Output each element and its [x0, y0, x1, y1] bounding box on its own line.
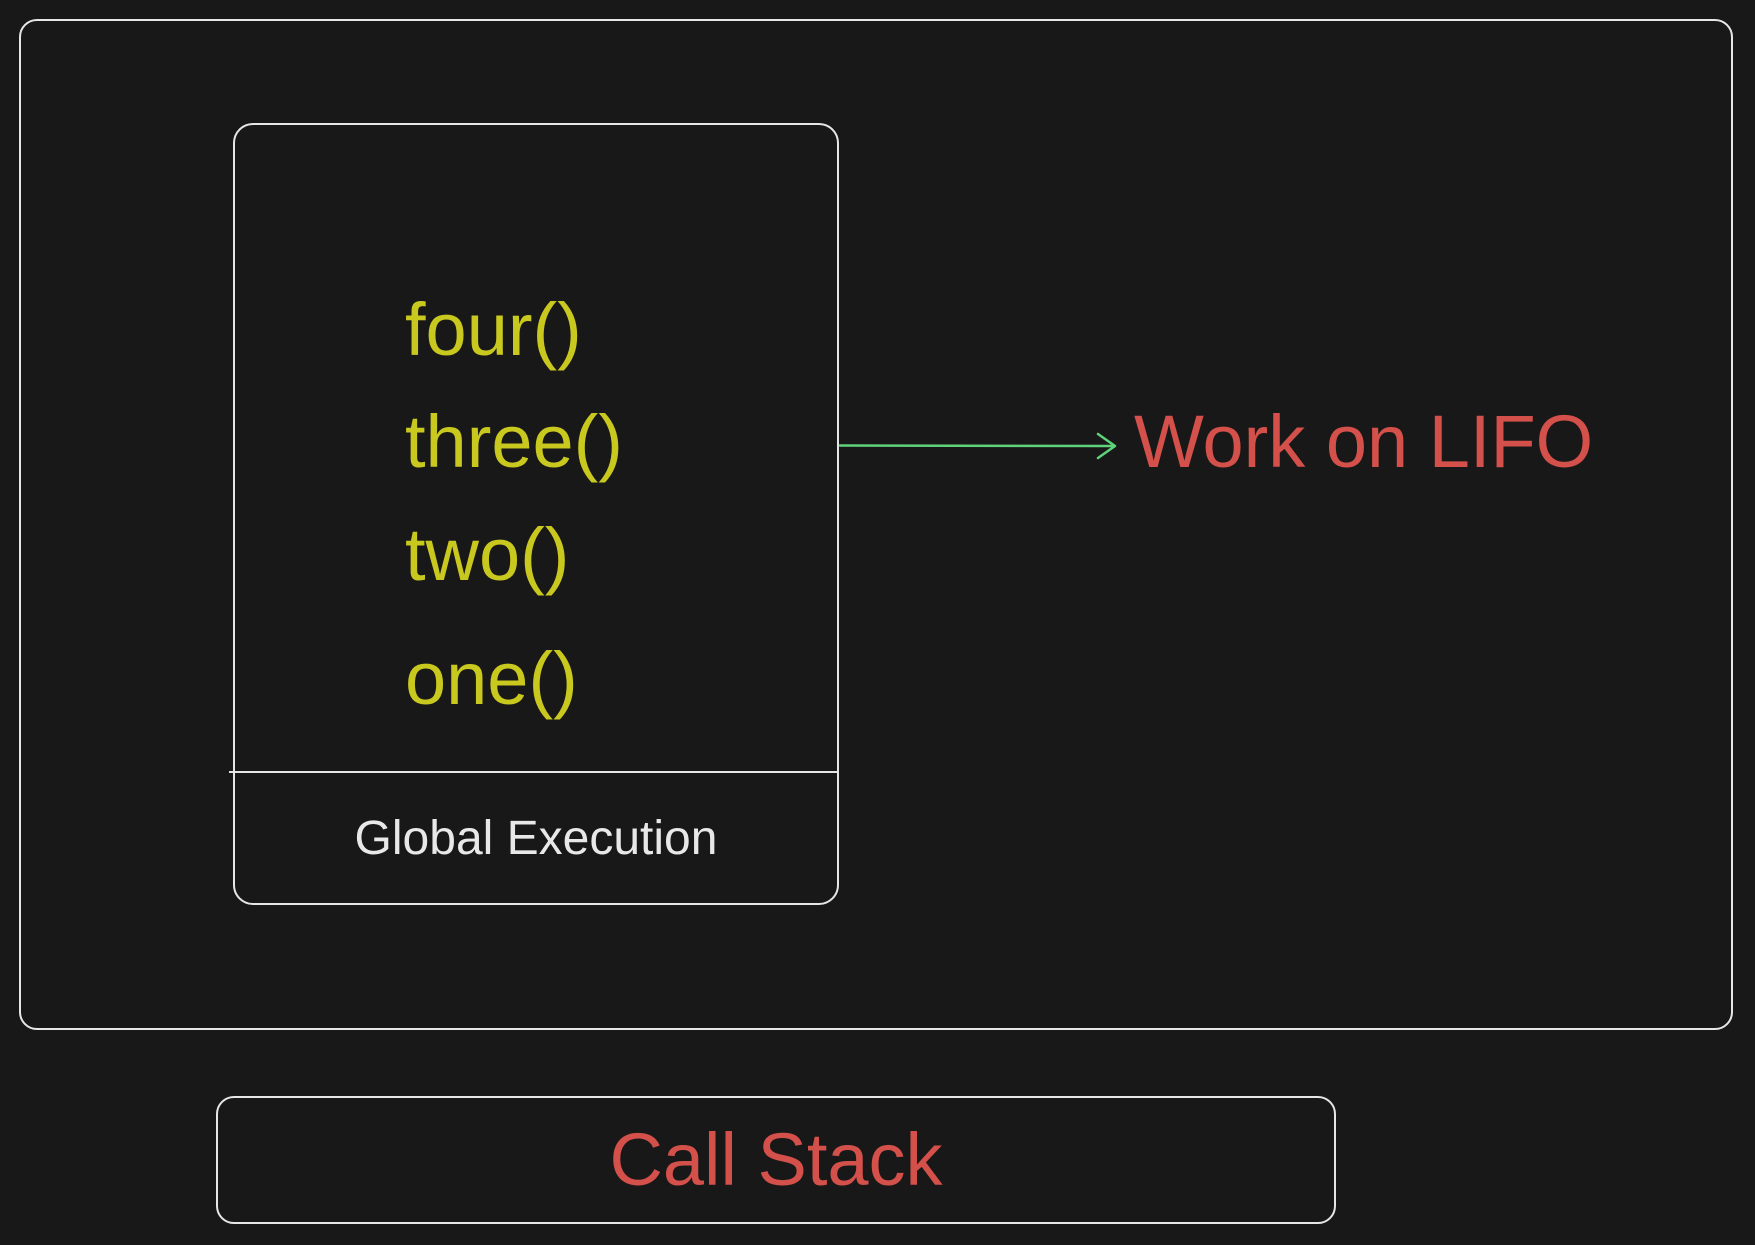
diagram-frame [19, 19, 1733, 1030]
caption-box: Call Stack [216, 1096, 1336, 1224]
global-execution-context: Global Execution [354, 812, 718, 865]
stack-frame-two: two() [405, 513, 570, 596]
arrow-icon [838, 432, 1117, 460]
call-stack-container [233, 123, 839, 905]
caption-title: Call Stack [609, 1118, 943, 1201]
stack-frame-four: four() [405, 288, 582, 371]
stack-frame-one: one() [405, 637, 578, 720]
lifo-annotation: Work on LIFO [1134, 400, 1594, 483]
stack-divider [229, 771, 839, 773]
stack-frame-three: three() [405, 400, 623, 483]
